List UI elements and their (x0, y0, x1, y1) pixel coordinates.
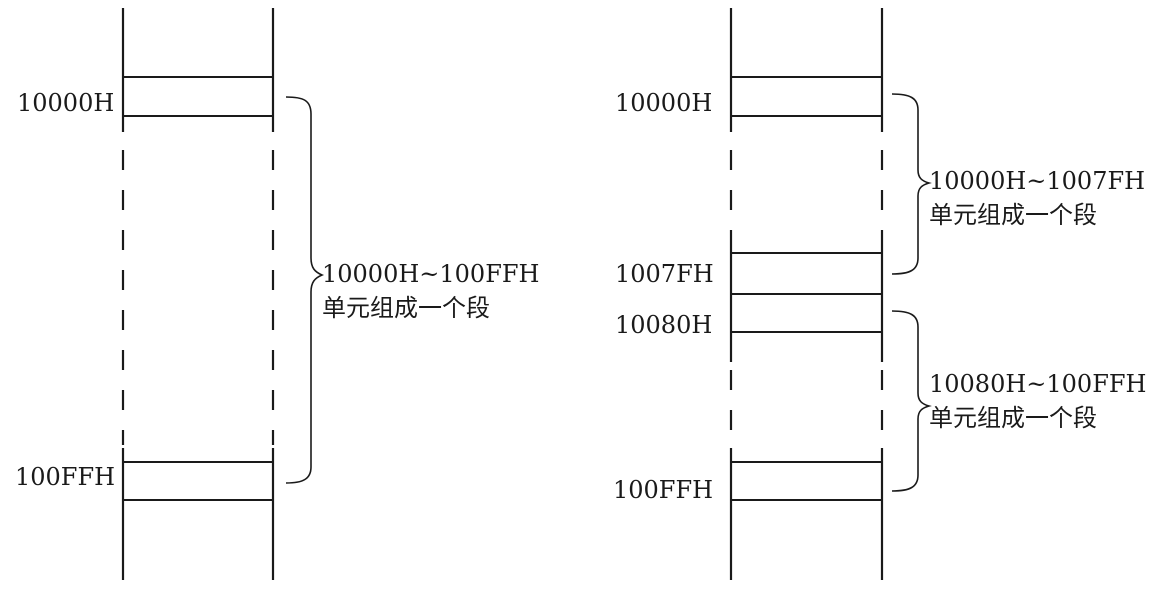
right-upper-segment-note: 10000H~1007FH 单元组成一个段 (929, 164, 1145, 232)
left-address-100ffh: 100FFH (15, 463, 116, 491)
left-segment-note: 10000H~100FFH 单元组成一个段 (322, 257, 539, 325)
left-segment-desc: 单元组成一个段 (322, 294, 490, 322)
right-address-10000h: 10000H (615, 89, 713, 117)
right-lower-segment-brace (891, 310, 932, 492)
right-lower-segment-note: 10080H~100FFH 单元组成一个段 (929, 367, 1146, 435)
right-address-1007fh: 1007FH (615, 260, 714, 288)
right-address-100ffh: 100FFH (613, 476, 714, 504)
right-lower-segment-desc: 单元组成一个段 (929, 404, 1097, 432)
right-lower-segment-range: 10080H~100FFH (929, 370, 1147, 398)
right-memory-column (729, 8, 884, 580)
left-segment-range: 10000H~100FFH (322, 260, 540, 288)
right-upper-segment-range: 10000H~1007FH (929, 167, 1146, 195)
left-address-10000h: 10000H (17, 89, 115, 117)
right-upper-segment-desc: 单元组成一个段 (929, 201, 1097, 229)
left-memory-column (121, 8, 275, 580)
right-upper-segment-brace (891, 93, 932, 275)
right-address-10080h: 10080H (615, 311, 713, 339)
left-segment-brace (285, 96, 325, 484)
